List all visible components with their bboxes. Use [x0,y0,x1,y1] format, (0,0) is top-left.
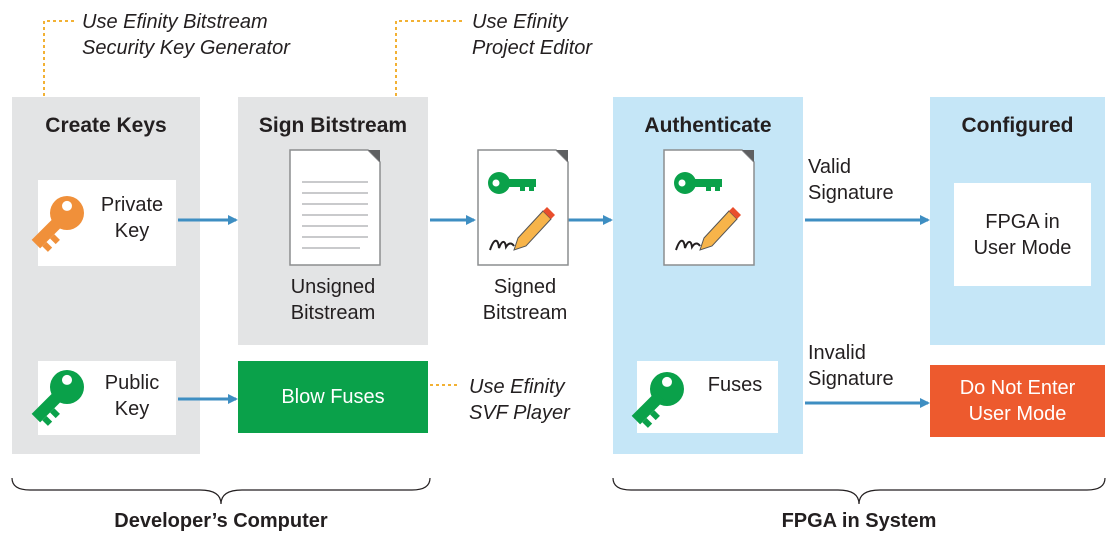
invalid-line2: Signature [808,368,894,390]
do-not-enter-line1: Do Not Enter [959,377,1076,399]
authenticate-title: Authenticate [644,114,772,137]
signed-label-line1: Signed [493,276,557,298]
signed-document-icon [477,149,569,266]
signed-doc-key-icon [488,172,536,194]
keygen-note-line1: Use Efinity Bitstream [82,11,268,33]
valid-signature-label: Valid Signature [808,154,894,206]
fpga-user-mode-line2: User Mode [973,236,1072,259]
public-key-label-line1: Public [104,372,160,394]
do-not-enter-box: Do Not Enter User Mode [930,365,1105,437]
developer-brace [11,477,431,505]
public-key-label: Public Key [92,370,172,422]
private-key-icon [31,196,84,252]
developer-computer-label: Developer’s Computer [114,510,328,532]
signed-label-line2: Bitstream [482,302,568,324]
unsigned-document-icon [289,149,381,266]
signed-doc-signature-icon [489,239,515,251]
auth-doc-pen-icon [699,207,741,251]
authenticate-document-icon [663,149,755,266]
blow-fuses-box: Blow Fuses [238,361,428,433]
keygen-connector [43,20,76,96]
blow-fuses-label: Blow Fuses [281,385,385,408]
fpga-in-system-label: FPGA in System [781,510,937,532]
keygen-note-line2: Security Key Generator [82,37,290,59]
signed-bitstream-label: Signed Bitstream [450,274,600,326]
keygen-note: Use Efinity Bitstream Security Key Gener… [82,9,290,61]
valid-line1: Valid [808,156,851,178]
signed-doc-pen-icon [513,207,555,251]
unsigned-bitstream-label: Unsigned Bitstream [238,274,428,326]
configured-title: Configured [961,114,1074,137]
fpga-user-mode-line1: FPGA in [985,210,1060,233]
private-key-label-line1: Private [100,194,164,216]
unsigned-label-line1: Unsigned [290,276,376,298]
svf-note: Use Efinity SVF Player [469,374,570,426]
create-keys-title: Create Keys [45,114,167,137]
fuses-key-icon [631,372,684,428]
valid-line2: Signature [808,182,894,204]
public-key-icon [31,370,84,426]
svf-note-line1: Use Efinity [469,376,565,398]
invalid-signature-label: Invalid Signature [808,340,894,392]
auth-doc-signature-icon [675,239,701,251]
dotted-connectors [43,20,462,386]
sign-bitstream-title: Sign Bitstream [258,114,408,137]
fuses-label: Fuses [707,374,763,396]
fpga-system-brace [612,477,1106,505]
invalid-line1: Invalid [808,342,866,364]
fpga-user-mode-box: FPGA in User Mode [954,183,1091,286]
public-key-label-line2: Key [114,398,150,420]
unsigned-label-line2: Bitstream [290,302,376,324]
editor-connector [395,20,462,96]
editor-note: Use Efinity Project Editor [472,9,592,61]
editor-note-line1: Use Efinity [472,11,568,33]
flow-arrows [178,215,930,408]
auth-doc-key-icon [674,172,722,194]
do-not-enter-line2: User Mode [968,403,1067,425]
private-key-label-line2: Key [114,220,150,242]
svf-note-line2: SVF Player [469,402,570,424]
private-key-label: Private Key [92,192,172,244]
editor-note-line2: Project Editor [472,37,593,59]
